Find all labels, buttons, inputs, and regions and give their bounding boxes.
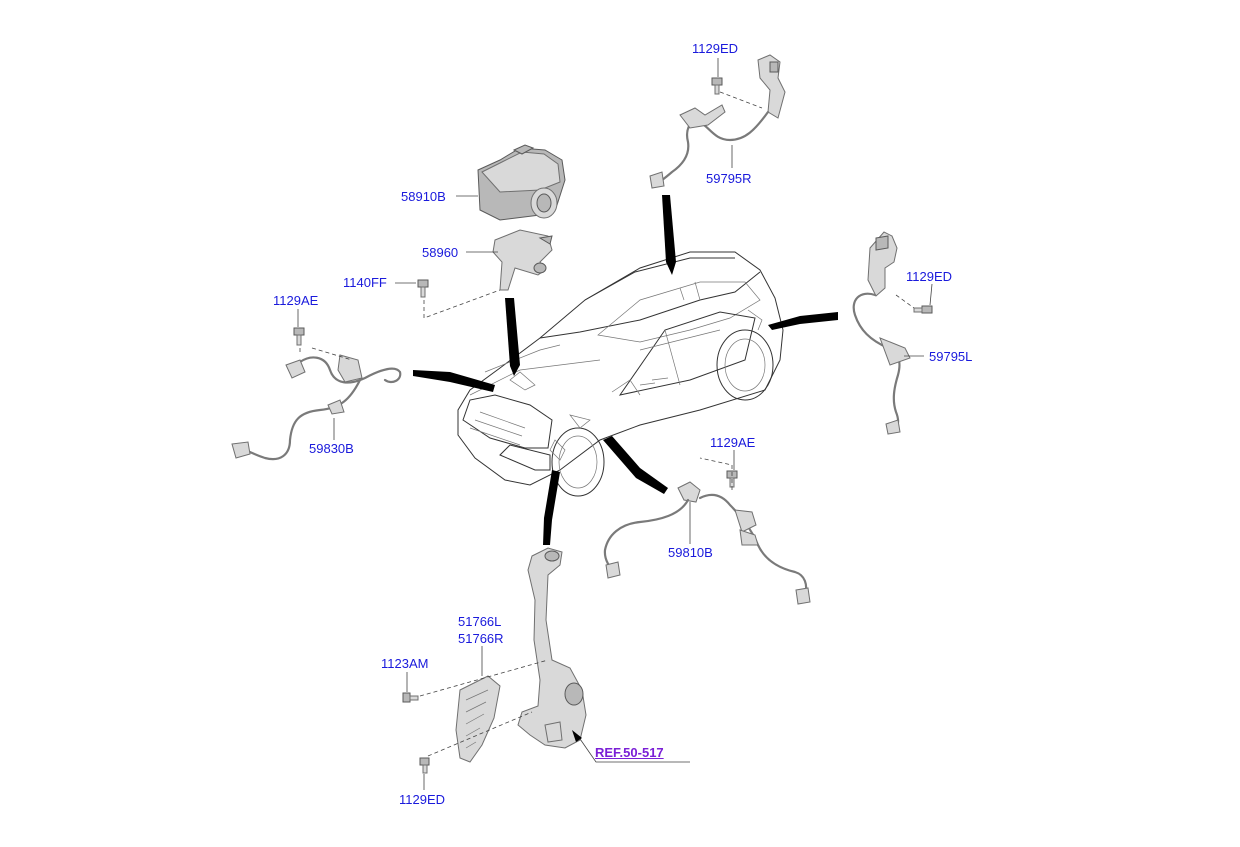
pointer-hecu <box>505 298 520 376</box>
bolt-1140ff[interactable] <box>417 279 429 298</box>
part-label-58960[interactable]: 58960 <box>422 245 459 260</box>
vehicle-illustration <box>457 251 784 497</box>
part-label-59810b[interactable]: 59810B <box>668 545 713 560</box>
pointer-knuckle <box>543 470 560 545</box>
pointer-front-right <box>603 436 668 494</box>
hecu-bracket[interactable] <box>492 229 553 291</box>
part-label-51766r[interactable]: 51766R <box>458 631 504 646</box>
part-label-59795r[interactable]: 59795R <box>706 171 752 186</box>
steering-knuckle[interactable] <box>517 547 587 749</box>
part-label-1129ed-knuckle[interactable]: 1129ED <box>399 792 446 807</box>
part-label-1129ed-rear-right[interactable]: 1129ED <box>692 41 739 56</box>
front-right-wheel-speed-sensor[interactable] <box>603 457 811 605</box>
part-label-1123am[interactable]: 1123AM <box>381 656 429 671</box>
part-label-1140ff[interactable]: 1140FF <box>343 275 387 290</box>
part-label-1129ed-rear-left[interactable]: 1129ED <box>906 269 953 284</box>
reference-link-50-517[interactable]: REF.50-517 <box>595 745 664 760</box>
pointer-front-left <box>413 370 495 392</box>
part-label-58910b[interactable]: 58910B <box>401 189 446 204</box>
part-label-59830b[interactable]: 59830B <box>309 441 354 456</box>
part-label-51766l[interactable]: 51766L <box>458 614 502 629</box>
pointer-rear-left <box>768 312 838 330</box>
rear-right-wheel-speed-sensor[interactable] <box>649 54 786 189</box>
tone-wheel-cover[interactable] <box>455 675 501 763</box>
part-label-1129ae-front-right[interactable]: 1129AE <box>710 435 756 450</box>
callout-pointers <box>413 195 838 545</box>
bolt-1123am[interactable] <box>402 692 419 703</box>
pointer-rear-right <box>662 195 676 275</box>
part-label-1129ae-front-left[interactable]: 1129AE <box>273 293 319 308</box>
hecu-unit[interactable] <box>477 144 566 221</box>
leader-lines <box>297 58 933 790</box>
rear-left-wheel-speed-sensor[interactable] <box>852 231 933 435</box>
bolt-1129ed-lower[interactable] <box>419 757 430 774</box>
front-left-wheel-speed-sensor[interactable] <box>231 327 402 461</box>
part-label-59795l[interactable]: 59795L <box>929 349 973 364</box>
